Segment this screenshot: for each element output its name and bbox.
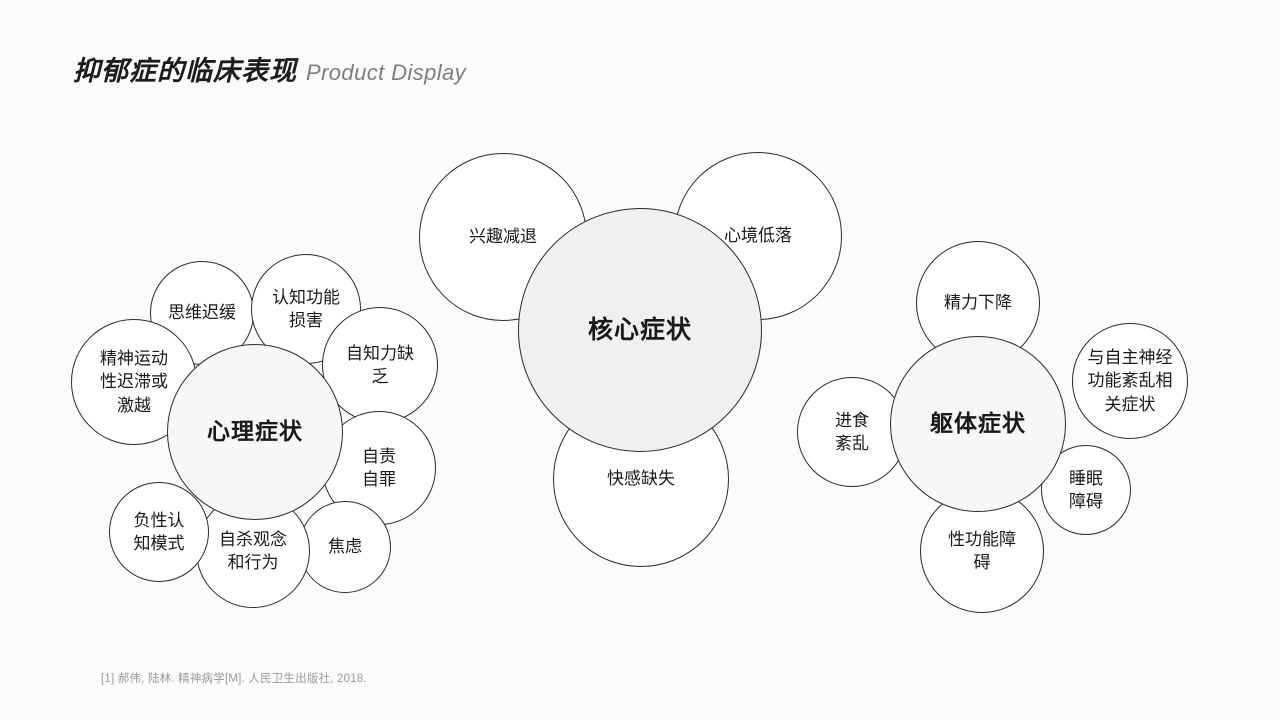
bubble-label: 精神运动 性迟滞或 激越 [100, 348, 168, 415]
bubble-label: 与自主神经 功能紊乱相 关症状 [1087, 347, 1173, 414]
satellite-bubble-psychological-2[interactable]: 自知力缺 乏 [322, 307, 438, 423]
satellite-bubble-somatic-4[interactable]: 进食 紊乱 [797, 377, 907, 487]
bubble-label: 心理症状 [207, 418, 303, 445]
bubble-label: 负性认 知模式 [133, 510, 185, 553]
hub-bubble-psychological[interactable]: 心理症状 [167, 344, 343, 520]
bubble-label: 自杀观念 和行为 [219, 529, 287, 572]
bubble-label: 自责 自罪 [362, 446, 396, 489]
page-subtitle: Product Display [306, 60, 467, 85]
citation-footnote: [1] 郝伟, 陆林. 精神病学[M]. 人民卫生出版社, 2018. [101, 673, 367, 685]
satellite-bubble-psychological-5[interactable]: 焦虑 [299, 501, 391, 593]
page-header: 抑郁症的临床表现 Product Display [73, 49, 466, 88]
bubble-label: 性功能障 碍 [948, 529, 1016, 572]
satellite-bubble-psychological-3[interactable]: 精神运动 性迟滞或 激越 [71, 319, 197, 445]
bubble-label: 快感缺失 [607, 469, 675, 489]
bubble-label: 核心症状 [587, 315, 692, 344]
bubble-label: 认知功能 损害 [272, 287, 340, 330]
bubble-label: 焦虑 [328, 537, 362, 557]
bubble-label: 进食 紊乱 [835, 410, 869, 453]
satellite-bubble-somatic-1[interactable]: 与自主神经 功能紊乱相 关症状 [1072, 323, 1188, 439]
bubble-label: 兴趣减退 [469, 227, 537, 247]
bubble-label: 睡眠 障碍 [1069, 468, 1103, 511]
bubble-label: 心境低落 [724, 226, 792, 246]
page-title: 抑郁症的临床表现 [73, 56, 297, 86]
bubble-label: 精力下降 [944, 293, 1012, 313]
hub-bubble-core[interactable]: 核心症状 [518, 208, 762, 452]
hub-bubble-somatic[interactable]: 躯体症状 [890, 336, 1066, 512]
bubble-label: 自知力缺 乏 [346, 343, 414, 386]
bubble-label: 思维迟缓 [168, 303, 236, 323]
satellite-bubble-psychological-7[interactable]: 负性认 知模式 [109, 482, 209, 582]
bubble-label: 躯体症状 [930, 410, 1026, 437]
